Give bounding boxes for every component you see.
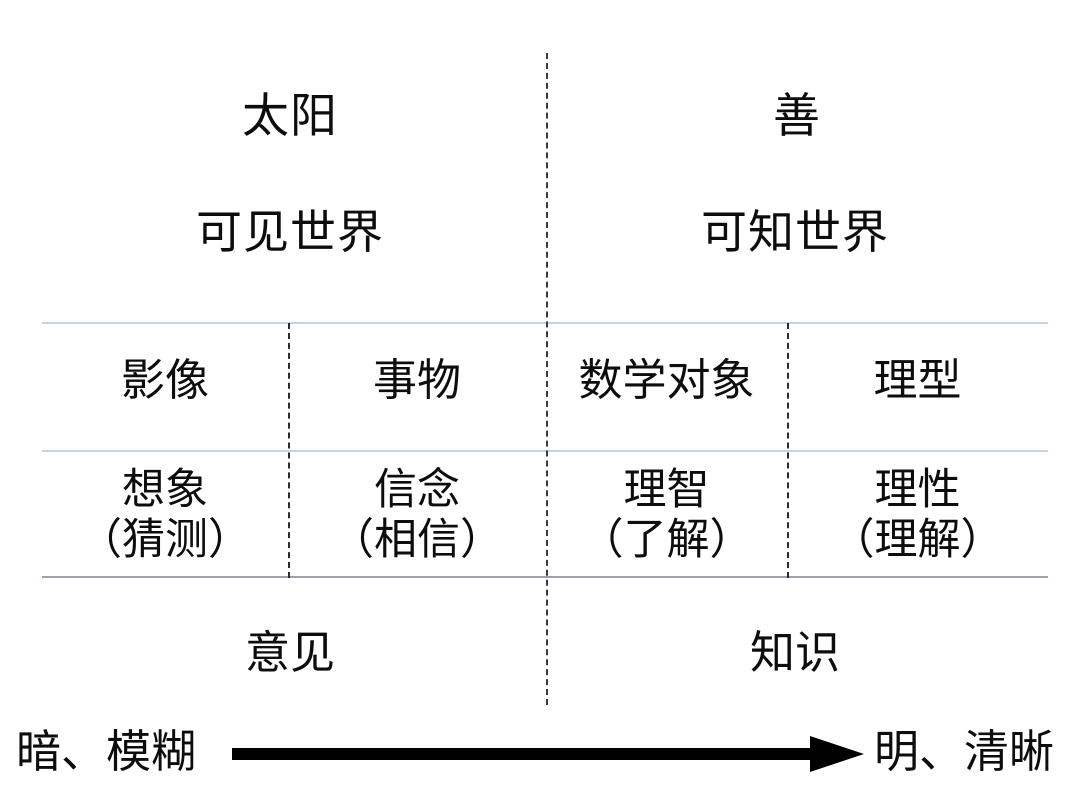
- faculty-gloss-1: （猜测）: [79, 515, 251, 564]
- axis-label-bright: 明、清晰: [874, 726, 1055, 777]
- good-heading: 善: [773, 89, 821, 142]
- faculty-cell-2: 信念 （相信）: [288, 466, 546, 566]
- object-cell-2: 事物: [373, 356, 461, 405]
- sun-heading: 太阳: [242, 89, 338, 142]
- visible-world-label: 可见世界: [196, 206, 384, 258]
- table-top-rule: [42, 322, 1048, 324]
- opinion-label: 意见: [244, 627, 335, 678]
- object-cell-3: 数学对象: [578, 356, 755, 405]
- faculty-cell-1: 想象 （猜测）: [42, 466, 288, 566]
- faculty-name-2: 信念: [374, 466, 460, 514]
- table-bottom-rule: [42, 576, 1048, 578]
- faculty-name-1: 想象: [122, 466, 208, 514]
- table-middle-rule: [42, 450, 1048, 452]
- faculty-gloss-3: （了解）: [580, 515, 753, 564]
- object-cell-1: 影像: [121, 356, 209, 405]
- faculty-cell-4: 理性 （理解）: [787, 466, 1048, 566]
- knowledge-label: 知识: [749, 627, 840, 678]
- faculty-name-4: 理性: [874, 466, 961, 514]
- knowable-world-label: 可知世界: [701, 206, 889, 258]
- center-divider: [546, 53, 548, 705]
- object-cell-4: 理型: [873, 356, 962, 405]
- column-divider-left: [288, 323, 290, 578]
- faculty-cell-3: 理智 （了解）: [546, 466, 787, 566]
- faculty-name-3: 理智: [623, 466, 710, 514]
- column-divider-right: [787, 323, 789, 578]
- faculty-gloss-4: （理解）: [831, 515, 1004, 564]
- axis-label-dark: 暗、模糊: [16, 726, 197, 777]
- faculty-gloss-2: （相信）: [331, 515, 503, 564]
- progress-arrow-icon: [232, 736, 864, 772]
